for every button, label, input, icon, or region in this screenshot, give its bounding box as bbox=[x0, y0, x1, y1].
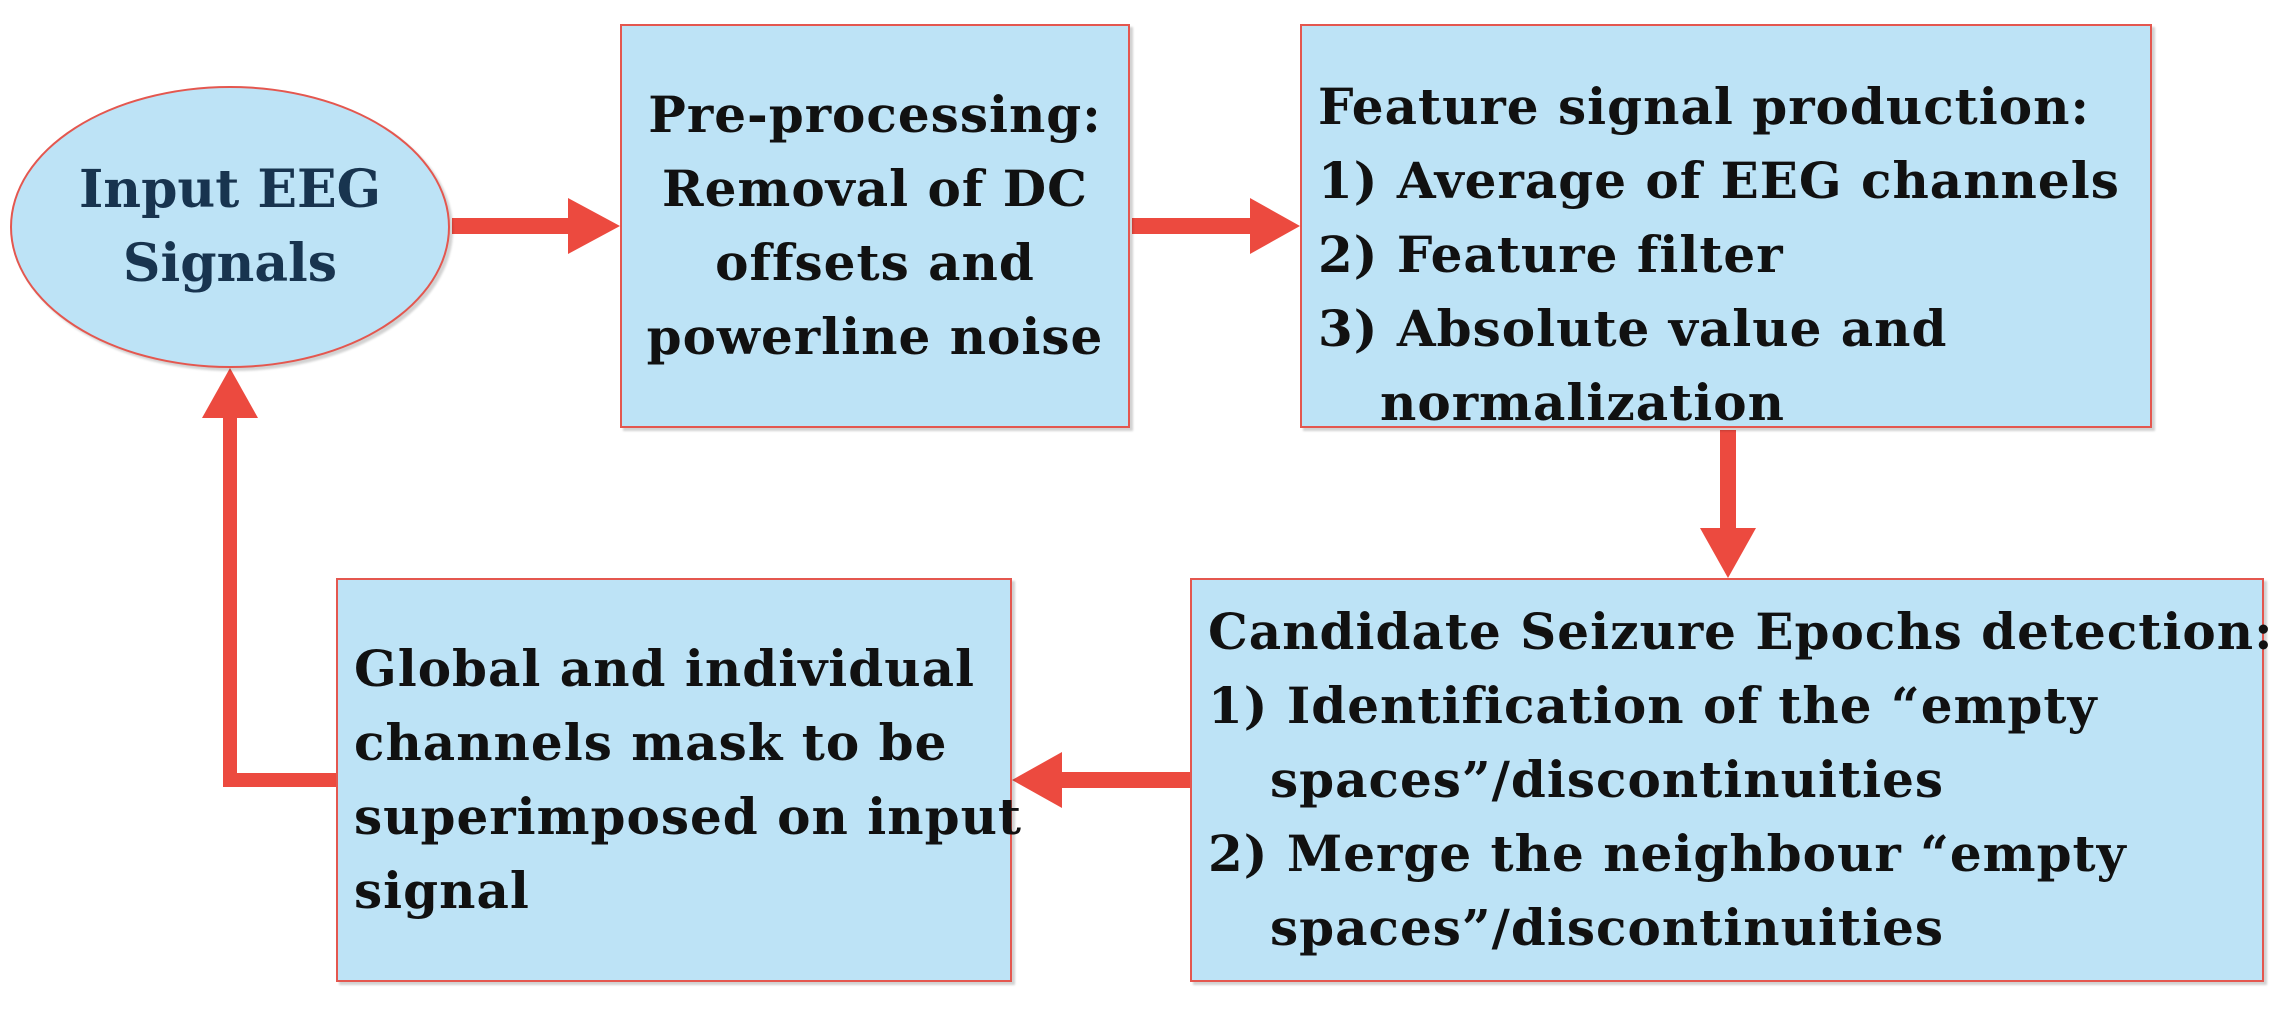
feature-item-continuation: normalization bbox=[1380, 373, 1785, 432]
feature-title: Feature signal production: bbox=[1318, 77, 2090, 136]
preprocessing-line: offsets and bbox=[715, 233, 1035, 292]
preprocessing-line: Pre-processing: bbox=[648, 85, 1102, 144]
input-node-line: Input EEG bbox=[78, 159, 382, 220]
candidate-seizure-epochs-node: Candidate Seizure Epochs detection: 1) I… bbox=[1190, 578, 2274, 982]
arrow-mask-to-input bbox=[202, 368, 336, 787]
feature-item: 1) Average of EEG channels bbox=[1318, 151, 2120, 210]
input-eeg-signals-node: Input EEG Signals bbox=[10, 86, 450, 368]
candidate-item: 1) Identification of the “empty bbox=[1208, 676, 2098, 735]
feature-signal-production-node: Feature signal production: 1) Average of… bbox=[1300, 24, 2152, 432]
candidate-item-continuation: spaces”/discontinuities bbox=[1270, 898, 1945, 957]
candidate-item: 2) Merge the neighbour “empty bbox=[1208, 824, 2127, 883]
preprocessing-line: Removal of DC bbox=[662, 159, 1088, 218]
input-node-line: Signals bbox=[122, 233, 338, 294]
arrow-candidate-to-mask bbox=[1012, 752, 1190, 808]
candidate-item-continuation: spaces”/discontinuities bbox=[1270, 750, 1945, 809]
candidate-title: Candidate Seizure Epochs detection: bbox=[1208, 602, 2274, 661]
mask-line: superimposed on input bbox=[354, 787, 1023, 846]
preprocessing-node: Pre-processing: Removal of DC offsets an… bbox=[620, 24, 1130, 428]
channel-mask-node: Global and individual channels mask to b… bbox=[336, 578, 1023, 982]
feature-item: 2) Feature filter bbox=[1318, 225, 1784, 284]
preprocessing-line: powerline noise bbox=[646, 307, 1104, 366]
mask-line: channels mask to be bbox=[354, 713, 948, 772]
arrow-feature-to-candidate bbox=[1700, 430, 1756, 578]
mask-line: signal bbox=[354, 861, 530, 920]
arrow-preprocessing-to-feature bbox=[1132, 198, 1300, 254]
feature-item: 3) Absolute value and bbox=[1318, 299, 1948, 358]
mask-line: Global and individual bbox=[354, 639, 975, 698]
arrow-input-to-preprocessing bbox=[452, 198, 620, 254]
